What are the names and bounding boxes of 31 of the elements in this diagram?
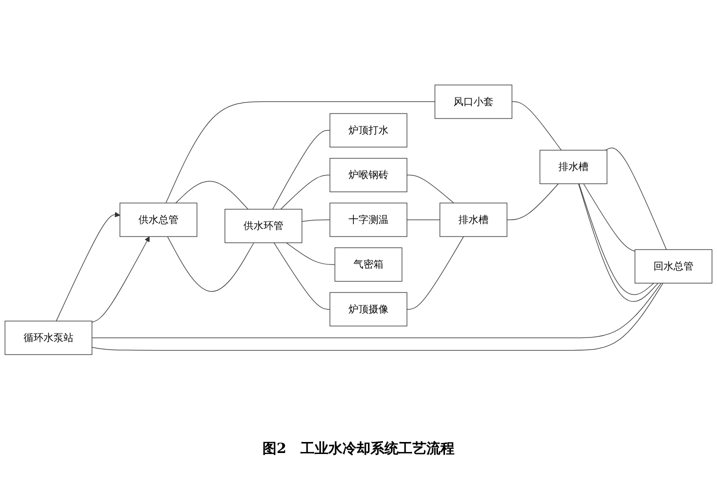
connector xyxy=(512,102,562,151)
node-box: 排水槽 xyxy=(440,202,508,238)
connector xyxy=(167,236,254,292)
arrow xyxy=(92,236,150,323)
connector xyxy=(506,184,559,220)
node-box: 十字测温 xyxy=(330,202,408,238)
connector xyxy=(274,242,330,310)
connector xyxy=(406,236,464,310)
connector xyxy=(92,283,662,338)
connector xyxy=(166,102,436,204)
node-box: 循环水泵站 xyxy=(4,320,92,356)
connector xyxy=(175,181,248,210)
connector xyxy=(92,283,664,351)
connector xyxy=(605,148,667,250)
connector xyxy=(583,184,636,252)
node-box: 供水环管 xyxy=(224,209,302,244)
connector xyxy=(280,174,330,210)
node-box: 供水总管 xyxy=(120,202,198,238)
node-box: 回水总管 xyxy=(634,250,712,284)
connector xyxy=(302,220,330,222)
connector xyxy=(406,174,454,204)
node-box: 风口小套 xyxy=(434,84,512,120)
node-box: 气密箱 xyxy=(334,248,402,282)
arrow xyxy=(56,212,120,322)
figure-caption: 图2 工业水冷却系统工艺流程 xyxy=(262,441,454,457)
connector xyxy=(286,242,336,266)
node-box: 排水槽 xyxy=(540,150,608,184)
connector xyxy=(272,130,330,210)
node-box: 炉顶打水 xyxy=(330,113,408,148)
node-box: 炉顶摄像 xyxy=(330,292,408,327)
node-box: 炉喉钢砖 xyxy=(330,158,408,192)
